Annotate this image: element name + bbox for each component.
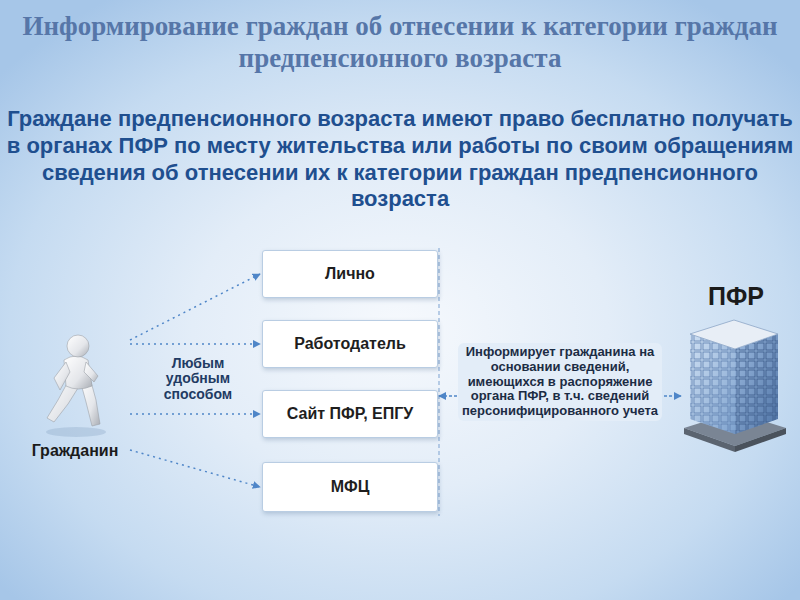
node-label: Гражданин xyxy=(32,442,119,460)
person-figure xyxy=(46,335,106,437)
node-label: МФЦ xyxy=(331,478,370,496)
diagram-title: Информирование граждан об отнесении к ка… xyxy=(20,10,780,75)
group-divider xyxy=(438,248,439,516)
channel-box: Сайт ПФР, ЕПГУ xyxy=(262,390,438,438)
request-arrow xyxy=(130,274,260,340)
request-arrow xyxy=(130,450,260,487)
citizen-node: Гражданин xyxy=(20,330,130,460)
channel-box: Работодатель xyxy=(262,320,438,368)
method-note: Любым удобным способом xyxy=(148,356,248,402)
edge-label: Информирует гражданина на основании свед… xyxy=(458,343,662,422)
request-arrow xyxy=(130,343,260,345)
channel-box: Лично xyxy=(262,250,438,298)
subtitle-note: Граждане предпенсионного возраста имеют … xyxy=(5,106,795,213)
node-label: Работодатель xyxy=(294,335,406,353)
channel-box: МФЦ xyxy=(262,462,438,512)
building-icon xyxy=(684,320,786,452)
node-label: Лично xyxy=(325,265,375,283)
pfr-node: ПФР xyxy=(682,282,790,444)
node-heading: ПФР xyxy=(708,282,764,311)
node-label: Сайт ПФР, ЕПГУ xyxy=(287,405,413,423)
request-arrow xyxy=(130,413,260,415)
